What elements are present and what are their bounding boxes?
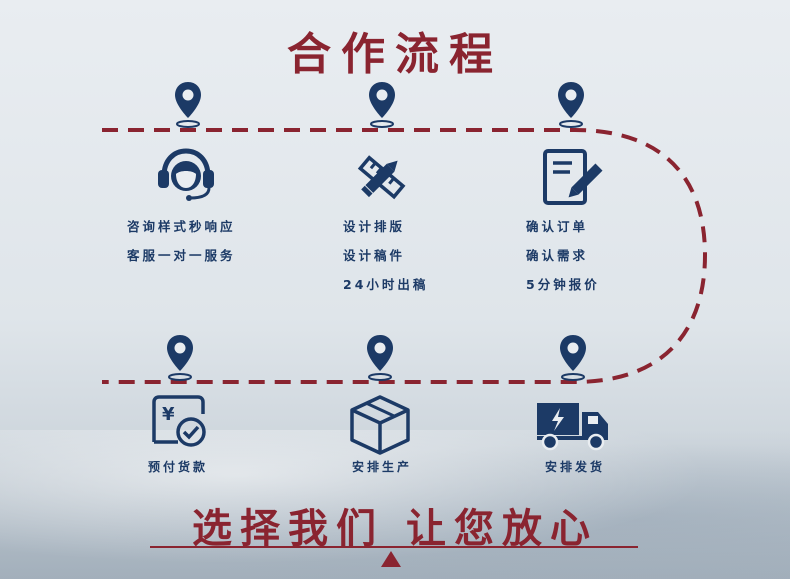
delivery-truck-icon: [534, 400, 612, 456]
page-title: 合作流程: [287, 29, 503, 80]
location-pin-icon: [173, 80, 203, 128]
location-pin-icon: [367, 80, 397, 128]
location-pin-icon: [365, 333, 395, 381]
box-icon: [348, 393, 412, 459]
pencil-ruler-icon: [351, 150, 411, 210]
step-line: 24小时出稿: [343, 277, 429, 292]
location-pin-icon: [556, 80, 586, 128]
step-ship-label: 安排发货: [544, 460, 605, 474]
svg-text:¥: ¥: [162, 404, 175, 425]
step-design-text: 设计排版 设计稿件 24小时出稿: [343, 212, 428, 299]
step-prepay-label: 预付货款: [147, 460, 208, 474]
location-pin-icon: [165, 333, 195, 381]
step-line: 咨询样式秒响应: [127, 219, 236, 234]
step-line: 设计排版: [343, 219, 406, 234]
yuan-check-icon: ¥: [148, 394, 212, 454]
step-line: 客服一对一服务: [127, 248, 236, 263]
step-line: 确认订单: [526, 219, 589, 234]
slogan: 选择我们 让您放心: [192, 505, 598, 552]
step-line: 确认需求: [526, 248, 589, 263]
step-line: 设计稿件: [343, 248, 406, 263]
step-produce-label: 安排生产: [351, 460, 412, 474]
location-pin-icon: [558, 333, 588, 381]
step-line: 5分钟报价: [526, 277, 600, 292]
slogan-underline: [150, 546, 638, 548]
triangle-marker-icon: [381, 551, 401, 567]
step-confirm-text: 确认订单 确认需求 5分钟报价: [526, 212, 600, 299]
step-consult-text: 咨询样式秒响应 客服一对一服务: [127, 212, 236, 270]
headset-agent-icon: [154, 146, 218, 210]
document-edit-icon: [540, 146, 604, 214]
